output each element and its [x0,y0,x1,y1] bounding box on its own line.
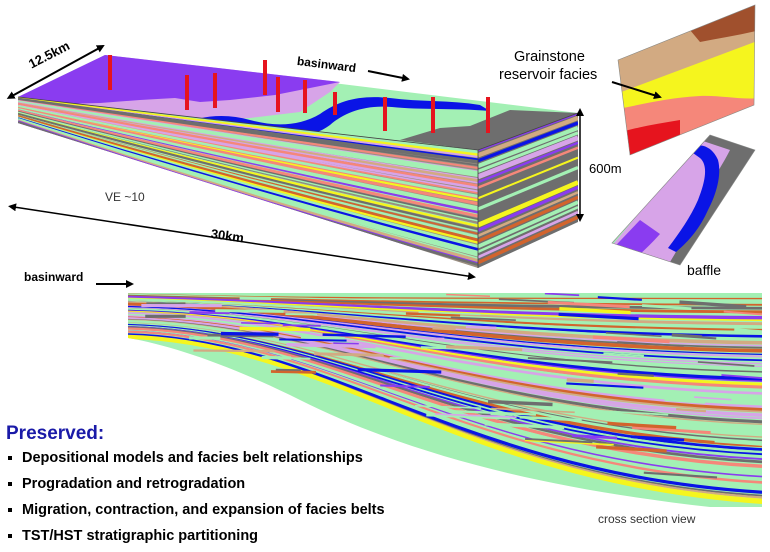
preserved-item: Depositional models and facies belt rela… [8,448,385,474]
well-stick [333,92,337,115]
well-stick [108,55,112,90]
bullet-marker [8,482,12,486]
well-stick [263,60,267,95]
section-lens [390,358,423,359]
well-stick [486,97,490,133]
section-lens [491,413,513,414]
grainstone-label: Grainstone [514,49,585,65]
preserved-item: TST/HST stratigraphic partitioning [8,526,385,552]
bullet-marker [8,456,12,460]
well-stick [431,97,435,133]
bullet-marker [8,534,12,538]
section-lens [286,345,375,347]
section-lens [283,358,310,359]
baffle-label: baffle [687,262,721,278]
preserved-list: Depositional models and facies belt rela… [8,448,385,552]
section-lens [734,330,763,332]
preserved-item-text: Depositional models and facies belt rela… [22,450,363,466]
block-model-3d [18,55,578,268]
well-stick [185,75,189,110]
well-stick [383,97,387,131]
preserved-item-text: Progradation and retrogradation [22,476,245,492]
section-lens [432,328,455,329]
section-lens [285,314,317,315]
section-lens [279,339,346,340]
section-lens [301,337,345,338]
preserved-item-text: Migration, contraction, and expansion of… [22,502,385,518]
section-lens [283,325,321,326]
well-stick [276,77,280,112]
section-lens [567,380,594,381]
vertical-exaggeration-label: VE ~10 [105,190,145,204]
height-dimension-label: 600m [589,161,622,176]
bullet-marker [8,508,12,512]
preserved-item: Progradation and retrogradation [8,474,385,500]
reservoir-facies-label: reservoir facies [499,67,597,83]
section-lens [215,311,283,312]
section-lens [314,354,384,356]
well-stick [213,73,217,108]
section-lens [271,372,316,373]
preserved-heading: Preserved: [6,423,104,445]
preserved-item: Migration, contraction, and expansion of… [8,500,385,526]
baffle-inset [600,120,760,270]
section-lens [241,323,280,324]
cross-section-caption: cross section view [598,512,695,526]
section-lens [466,327,496,328]
section-lens [240,329,311,330]
basinward-arrow-top [368,71,408,79]
section-lens [193,351,274,352]
preserved-item-text: TST/HST stratigraphic partitioning [22,528,258,544]
well-stick [303,80,307,113]
section-lens [418,338,444,339]
basinward-label-bottom: basinward [24,270,83,284]
section-lens [221,334,279,335]
